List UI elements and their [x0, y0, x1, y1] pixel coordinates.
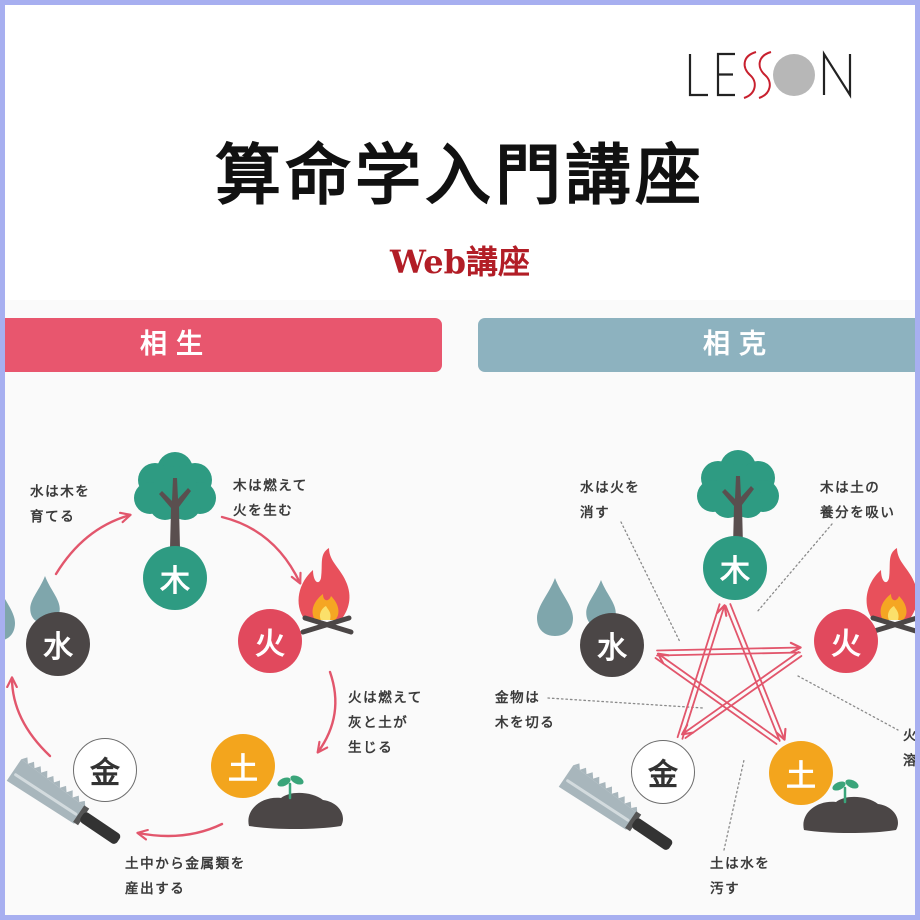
label-line: 土中から金属類を [125, 856, 246, 872]
label-line: 溶 [903, 753, 919, 769]
sousei-label-fire-earth: 火は燃えて 灰と土が 生じる [348, 686, 423, 761]
label-line: 木は燃えて [233, 478, 308, 494]
sousei-arrows [6, 511, 337, 841]
logo-letter-s-second [758, 51, 772, 99]
campfire-icon [299, 548, 351, 632]
soukoku-arrow-earth-to-water [654, 652, 781, 745]
soukoku-arrows [654, 603, 803, 745]
diagram-background [0, 300, 920, 920]
tree-icon [134, 452, 216, 548]
lesson-logo [688, 50, 852, 99]
banner-sousei-label: 相生 [140, 329, 212, 360]
tree-icon [697, 450, 779, 546]
leader-line-fire-metal [797, 675, 899, 731]
sousei-element-fire: 火 [238, 609, 302, 673]
soukoku-label-earth-water: 土は水を 汚す [710, 852, 770, 902]
label-line: 生じる [348, 740, 394, 756]
label-line: 火は燃えて [348, 690, 423, 706]
soukoku-element-water: 水 [580, 613, 644, 677]
sousei-arrow-water-to-wood [54, 511, 132, 576]
page-title: 算命学入門講座 [215, 136, 705, 214]
sousei-label-wood-fire: 木は燃えて 火を生む [233, 474, 308, 524]
leader-line-earth-water [723, 759, 745, 851]
soukoku-arrow-wood-to-earth [724, 603, 787, 742]
sousei-element-water: 水 [26, 612, 90, 676]
label-line: 産出する [125, 881, 186, 897]
water-drop-icon [0, 583, 15, 641]
logo-letter-s-first [743, 51, 757, 99]
soukoku-label-wood-earth: 木は土の 養分を吸い [820, 476, 896, 526]
logo-letter-l [688, 54, 708, 97]
label-line: 木を切る [495, 715, 556, 731]
subtitle: Web講座 [389, 243, 531, 281]
sousei-arrow-fire-to-earth [316, 670, 337, 754]
leader-line-wood-earth [756, 523, 833, 613]
soukoku-arrow-water-to-fire [656, 641, 802, 657]
soukoku-label-water-fire: 水は火を 消す [580, 476, 640, 526]
label-line: 土は水を [710, 856, 771, 872]
soukoku-element-earth: 土 [769, 741, 833, 805]
label-line: 金物は [495, 690, 541, 706]
leader-line-metal-wood [547, 697, 704, 709]
soukoku-label-metal-wood: 金物は 木を切る [495, 686, 555, 736]
label-line: 水は火を [580, 480, 641, 496]
sousei-arrow-metal-to-water [6, 676, 52, 758]
banner-soukoku-label: 相克 [703, 329, 775, 360]
leader-line-water-fire [620, 521, 681, 643]
soukoku-arrow-metal-to-wood [676, 603, 728, 740]
sousei-label-earth-metal: 土中から金属類を 産出する [125, 852, 246, 902]
soukoku-label-fire-metal: 火 溶 [903, 724, 918, 774]
label-line: 養分を吸い [820, 505, 896, 521]
label-line: 育てる [30, 509, 76, 525]
sousei-element-metal: 金 [73, 738, 137, 802]
banner-soukoku: 相克 [478, 318, 920, 372]
sousei-element-wood: 木 [143, 546, 207, 610]
label-line: 水は木を [30, 484, 91, 500]
soukoku-arrow-fire-to-metal [681, 651, 803, 739]
logo-letter-e [716, 52, 735, 97]
campfire-icon [867, 548, 919, 632]
logo-letter-n [822, 50, 852, 99]
sousei-arrow-wood-to-fire [220, 515, 302, 585]
label-line: 消す [580, 505, 611, 521]
sousei-label-water-wood: 水は木を 育てる [30, 480, 90, 530]
label-line: 汚す [710, 881, 741, 897]
sousei-arrow-earth-to-metal [136, 822, 224, 841]
label-line: 灰と土が [348, 715, 409, 731]
soukoku-element-metal: 金 [631, 740, 695, 804]
label-line: 木は土の [820, 480, 881, 496]
soukoku-element-wood: 木 [703, 536, 767, 600]
label-line: 火を生む [233, 503, 294, 519]
banner-sousei: 相生 [0, 318, 442, 372]
sousei-element-earth: 土 [211, 734, 275, 798]
soukoku-element-fire: 火 [814, 609, 878, 673]
water-drop-icon [537, 578, 573, 636]
soukoku-leader-lines [547, 521, 899, 851]
logo-letter-o [773, 54, 815, 96]
label-line: 火 [903, 728, 919, 744]
